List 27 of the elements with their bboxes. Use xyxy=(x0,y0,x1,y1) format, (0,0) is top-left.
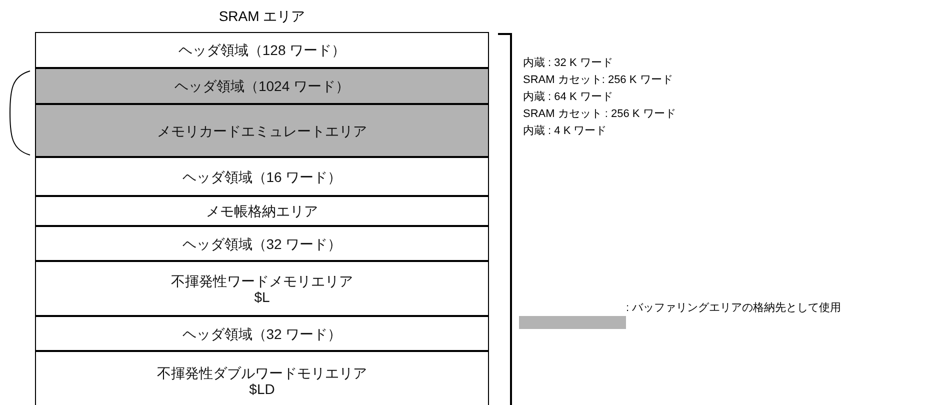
capacity-note: 内蔵 : 64 K ワード xyxy=(523,90,613,104)
header-area xyxy=(35,316,489,351)
memory-area xyxy=(35,104,489,157)
area-label: ヘッダ領域（32 ワード） xyxy=(182,236,342,252)
diagram-title: SRAM エリア xyxy=(218,8,306,26)
legend-text: : バッファリングエリアの格納先として使用 xyxy=(626,301,842,315)
capacity-note: SRAM カセット : 256 K ワード xyxy=(523,107,676,121)
header-area xyxy=(35,68,489,104)
capacity-note: SRAM カセット: 256 K ワード xyxy=(523,73,673,87)
area-label: 不揮発性ワードメモリエリア xyxy=(171,272,353,288)
capacity-note: 内蔵 : 4 K ワード xyxy=(523,124,607,138)
memory-area xyxy=(35,261,489,316)
area-label: ヘッダ領域（128 ワード） xyxy=(178,42,346,58)
header-area xyxy=(35,157,489,196)
area-label: ヘッダ領域（16 ワード） xyxy=(182,168,342,184)
memory-area xyxy=(35,351,489,405)
header-area xyxy=(35,32,489,68)
area-label: メモリカードエミュレートエリア xyxy=(157,122,367,138)
area-label: 不揮発性ダブルワードモリエリア xyxy=(157,365,367,381)
area-label: $L xyxy=(254,288,270,304)
capacity-note: 内蔵 : 32 K ワード xyxy=(523,56,613,70)
header-area xyxy=(35,226,489,261)
area-label: $LD xyxy=(249,381,275,397)
memory-area xyxy=(35,196,489,226)
area-label: メモ帳格納エリア xyxy=(206,203,318,219)
area-label: ヘッダ領域（1024 ワード） xyxy=(174,78,350,94)
area-label: ヘッダ領域（32 ワード） xyxy=(182,326,342,342)
